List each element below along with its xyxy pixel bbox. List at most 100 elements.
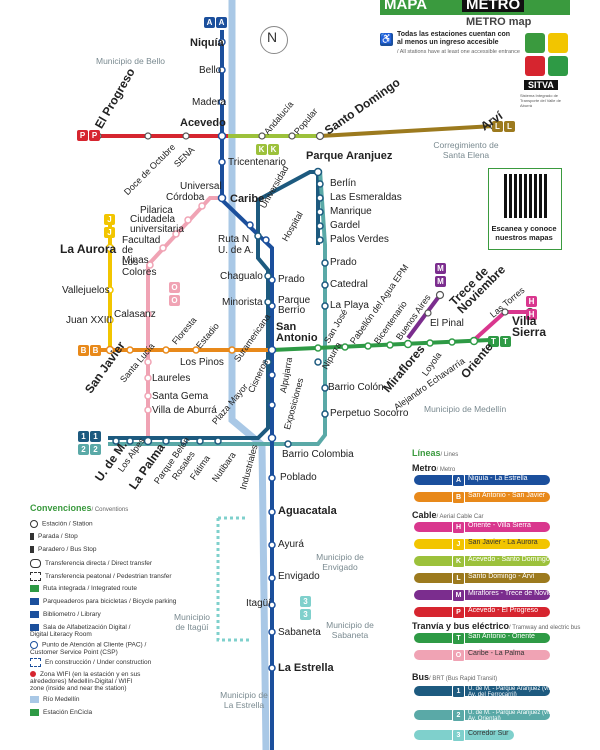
badge-line-l-2: L (504, 121, 515, 132)
label-itagui: Itagüí (246, 598, 272, 609)
legend-tag-h: H (452, 521, 465, 534)
stations-bus (112, 167, 329, 448)
station-villa-aburra (144, 406, 152, 414)
pedestrian-transfer-icon (30, 572, 41, 581)
badge-line-p: P (77, 130, 88, 141)
label-los-colores: Los Colores (122, 257, 157, 278)
station-pabellon (341, 343, 349, 351)
station-santa-lucia (126, 346, 134, 354)
tram-legend-heading: Tranvía y bus eléctrico/ Tramway and ele… (412, 621, 580, 631)
label-prado: Prado (278, 274, 305, 285)
station-nipurra (314, 358, 322, 366)
station-universidad (246, 221, 254, 229)
legend-tag-b: B (452, 491, 465, 504)
label-ruta-n: Ruta N (218, 234, 250, 245)
station-niquia (218, 38, 226, 46)
badge-bus-3-2: 3 (300, 609, 311, 620)
station-estadio (192, 346, 200, 354)
sitva-logo: SITVA (524, 80, 558, 90)
conv-pedestrian-transfer-text: Transferencia peatonal / Pedestrian tran… (45, 573, 172, 581)
conv-bike-parking-text: Parqueaderos para bicicletas / Bicycle p… (43, 598, 177, 606)
legend-text-m: Miraflores - Trece de Noviembre (468, 590, 568, 597)
bus-head-en: / BRT (Bus Rapid Transit) (429, 676, 498, 682)
station-la-aurora (105, 243, 115, 253)
station-los-pinos (144, 358, 152, 366)
qr-code-icon[interactable] (504, 174, 548, 218)
station-berlin (316, 180, 324, 188)
label-los-pinos: Los Pinos (180, 357, 224, 368)
station-palos-verdes (316, 236, 324, 244)
conv-direct-transfer: Transferencia directa / Direct transfer (30, 559, 152, 568)
badge-line-t-2: T (500, 336, 511, 347)
badge-bus-1: 1 (78, 431, 89, 442)
legend-tag-t: T (452, 632, 465, 645)
lines-heading-text: Líneas (412, 448, 441, 458)
stations-line-o (144, 202, 206, 414)
conv-encicla: Estación EnCicla (30, 709, 92, 716)
compass (260, 26, 288, 54)
label-pilarica: Pilarica (140, 205, 173, 216)
label-las-esmeraldas: Las Esmeraldas (330, 192, 402, 203)
badge-line-o: O (169, 282, 180, 293)
legend-tag-3: 3 (452, 729, 465, 742)
legend-text-b: San Antonio - San Javier (468, 492, 546, 499)
mode-icons (525, 33, 569, 77)
station-rosales (180, 437, 188, 445)
accessible-icon: ♿ (380, 33, 393, 46)
line-l (319, 124, 495, 138)
badge-line-j-2: J (104, 227, 115, 238)
station-san-jose (314, 344, 322, 352)
label-poblado: Poblado (280, 472, 317, 483)
station-catedral (321, 281, 329, 289)
station-minorista (264, 298, 272, 306)
station-parque-aranjuez (313, 167, 323, 177)
stations-line-a (217, 38, 277, 672)
conventions-heading: Convenciones/ Conventions (30, 503, 128, 513)
muni-medellin: Municipio de Medellín (424, 404, 507, 414)
encicla-icon (30, 709, 39, 716)
station-santa-gema (144, 392, 152, 400)
station-suramericana (228, 346, 236, 354)
station-bello (218, 66, 226, 74)
legend-tag-j: J (452, 538, 465, 551)
badge-line-t: T (488, 336, 499, 347)
pac-icon (30, 641, 38, 649)
legend-text-p: Acevedo - El Progreso (468, 607, 539, 614)
badge-line-h-2: H (526, 309, 537, 320)
legend-tag-m: M (452, 589, 465, 602)
stations-line-b (105, 345, 236, 355)
station-nutibara (214, 437, 222, 445)
label-tricentenario: Tricentenario (228, 157, 286, 168)
label-ciudadela: Ciudadela universitaria (130, 214, 184, 235)
station-floresta (162, 346, 170, 354)
tram-head-en: / Tramway and electric bus (509, 625, 581, 631)
cable-head-text: Cable (412, 510, 437, 520)
muni-la-estrella: Municipio de La Estrella (220, 690, 268, 710)
label-santa-gema: Santa Gema (152, 391, 209, 402)
tram-head-text: Tranvía y bus eléctrico (412, 621, 510, 631)
station-cisneros (264, 358, 272, 366)
station-perpetuo (321, 410, 329, 418)
label-vallejuelos: Vallejuelos (62, 285, 110, 296)
tram-icon (525, 56, 545, 76)
badge-line-l: L (492, 121, 503, 132)
station-pilarica (184, 216, 192, 224)
label-juan-xxiii: Juan XXIII (66, 315, 113, 326)
badge-line-a-north-2: A (216, 17, 227, 28)
station-oriente (469, 336, 479, 346)
integrated-route-icon (30, 585, 39, 592)
under-construction-icon (30, 658, 41, 667)
badge-line-m-2: M (435, 263, 446, 274)
badge-line-b: B (78, 345, 89, 356)
conv-library: Bibliometro / Library (30, 611, 101, 618)
label-universal: Universal (180, 181, 222, 192)
bus-head-text: Bus (412, 672, 430, 682)
legend-text-l: Santo Domingo - Arví (468, 573, 535, 580)
map-subtitle: METRO map (466, 16, 532, 28)
access-note-en: / All stations have at least one accessi… (397, 49, 520, 55)
station-manrique (316, 208, 324, 216)
conv-wifi-text: Zona WIFI (en la estación y en sus alred… (30, 671, 141, 692)
metro-icon (525, 33, 545, 53)
conv-pac-text: Punto de Atención al Cliente (PAC) / Cus… (30, 641, 147, 656)
label-niquia: Niquía (190, 37, 224, 49)
